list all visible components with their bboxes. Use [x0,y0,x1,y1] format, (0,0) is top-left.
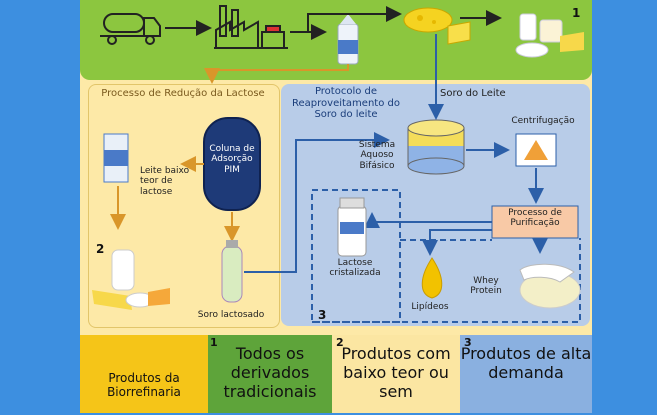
low-lactose-products-icon [92,249,170,310]
box2-marker: 2 [336,336,344,349]
lactose-serum-label: Soro lactosado [197,310,265,320]
box3-marker: 3 [464,336,472,349]
cheese-icon [403,7,471,45]
box2-cell: 2 Produtos com baixo teor ou sem [332,335,460,415]
milk-truck-icon [100,13,161,45]
centrifuge-icon [515,133,557,167]
system-label: Sistema Aquoso Bifásico [358,140,396,171]
box1-cell: 1 Todos os derivados tradicionais [208,335,332,415]
column-label: Coluna de Adsorção PIM [209,144,255,175]
box1-marker: 1 [210,336,218,349]
lactose-crystals-icon [337,197,367,257]
box1-text: Todos os derivados tradicionais [223,344,317,401]
marker-1-top: 1 [572,6,581,20]
lipids-label: Lipídeos [411,302,449,312]
traditional-products-box [208,335,332,413]
whey-panel-title: Protocolo de Reaproveitamento do Soro do… [292,86,400,120]
products-cell: Produtos da Biorrefinaria [80,335,208,415]
whey-bottle-icon [221,240,243,303]
box3-cell: 3 Produtos de alta demanda [460,335,592,415]
marker-2-panel: 2 [96,242,105,256]
whey-protein-icon [519,263,581,309]
products-label: Produtos da Biorrefinaria [107,371,181,400]
milk-box-icon [103,133,129,183]
low-lactose-milk-label: Leite baixo teor de lactose [140,166,190,197]
lactose-crystal-label: Lactose cristalizada [329,258,381,279]
box3-text: Produtos de alta demanda [460,344,592,382]
whey-label: Soro do Leite [440,88,506,99]
centrifuge-label: Centrifugação [511,116,575,126]
dairy-products-icon [515,13,584,58]
lipid-drop-icon [421,257,443,299]
aqueous-two-phase-system-icon [407,119,465,175]
lactose-panel-title: Processo de Redução da Lactose [101,88,265,99]
low-lactose-products-box [332,335,460,413]
box2-text: Produtos com baixo teor ou sem [341,344,451,401]
whey-protein-label: Whey Protein [470,276,502,297]
purification-box [491,205,579,239]
purification-label: Processo de Purificação [508,208,562,229]
products-box [80,335,208,413]
marker-3-panel: 3 [318,308,327,322]
factory-icon [214,5,288,49]
milk-carton-icon [337,14,359,65]
high-demand-products-box [460,335,592,413]
